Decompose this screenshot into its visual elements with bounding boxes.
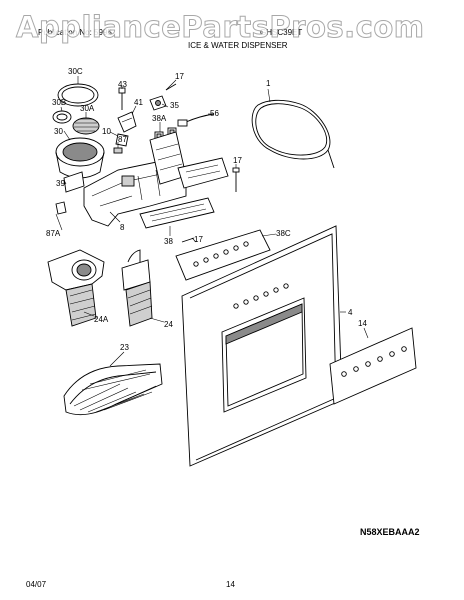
flap-39 bbox=[63, 171, 85, 193]
mesh-disc-30a bbox=[72, 117, 100, 135]
watermark: AppliancePartsPros.com bbox=[16, 10, 425, 45]
part-label-14: 14 bbox=[358, 319, 367, 328]
actuator-41 bbox=[117, 111, 137, 133]
dispenser-housing-8 bbox=[83, 131, 187, 227]
plug-56 bbox=[177, 113, 215, 127]
clip-87a bbox=[55, 201, 67, 215]
part-label-30b: 30B bbox=[52, 98, 66, 107]
switch-35 bbox=[149, 95, 167, 111]
screw-43 bbox=[118, 87, 126, 110]
front-trim-frame-4 bbox=[181, 225, 343, 467]
part-label-30c: 30C bbox=[68, 67, 83, 76]
part-label-24a: 24A bbox=[94, 315, 109, 324]
part-label-38a: 38A bbox=[152, 114, 167, 123]
part-label-30: 30 bbox=[54, 127, 63, 136]
control-board bbox=[177, 157, 229, 189]
part-label-30a: 30A bbox=[80, 104, 95, 113]
part-label-41: 41 bbox=[134, 98, 143, 107]
model-code: N58XEBAAA2 bbox=[360, 527, 420, 537]
model-number: GHSC39ET bbox=[260, 28, 303, 37]
screw-17-middle bbox=[181, 237, 195, 243]
footer-date: 04/07 bbox=[26, 580, 47, 589]
part-label-17-middle: 17 bbox=[194, 235, 203, 244]
part-label-17-right: 17 bbox=[233, 156, 242, 165]
part-label-87: 87 bbox=[118, 135, 127, 144]
part-label-4: 4 bbox=[348, 308, 353, 317]
part-label-23: 23 bbox=[120, 343, 129, 352]
overlay-14 bbox=[329, 327, 417, 405]
part-label-43: 43 bbox=[118, 80, 127, 89]
drip-tray-23 bbox=[63, 363, 163, 416]
ring-30c bbox=[57, 83, 99, 107]
bracket-10 bbox=[115, 133, 129, 147]
part-label-87a: 87A bbox=[46, 229, 61, 238]
part-label-24: 24 bbox=[164, 320, 173, 329]
screw-17-top bbox=[165, 83, 177, 91]
part-label-38: 38 bbox=[164, 237, 173, 246]
part-label-17-top: 17 bbox=[175, 72, 184, 81]
part-label-39: 39 bbox=[56, 179, 65, 188]
part-label-35: 35 bbox=[170, 101, 179, 110]
ice-chute-actuator-24a bbox=[47, 249, 105, 327]
touch-panel-38c bbox=[175, 229, 271, 281]
part-label-56: 56 bbox=[210, 109, 219, 118]
screw-17-right bbox=[232, 167, 240, 192]
part-label-8: 8 bbox=[120, 223, 125, 232]
part-label-10: 10 bbox=[102, 127, 111, 136]
publication-number: Publication No: 5995 bbox=[38, 28, 112, 37]
part-labels: 30C 43 17 1 30B 30A 41 35 56 30 10 87 38… bbox=[46, 67, 367, 352]
panel-38 bbox=[139, 197, 215, 229]
page-number: 14 bbox=[226, 580, 235, 589]
part-label-1: 1 bbox=[266, 79, 271, 88]
disc-30b bbox=[52, 110, 72, 124]
chute-bowl-30 bbox=[55, 137, 105, 179]
part-label-38c: 38C bbox=[276, 229, 291, 238]
section-title: ICE & WATER DISPENSER bbox=[188, 41, 288, 50]
water-actuator-24 bbox=[121, 249, 153, 327]
water-tube-coil-1 bbox=[251, 99, 335, 169]
leader-lines bbox=[55, 76, 369, 367]
clip-87 bbox=[113, 147, 123, 154]
